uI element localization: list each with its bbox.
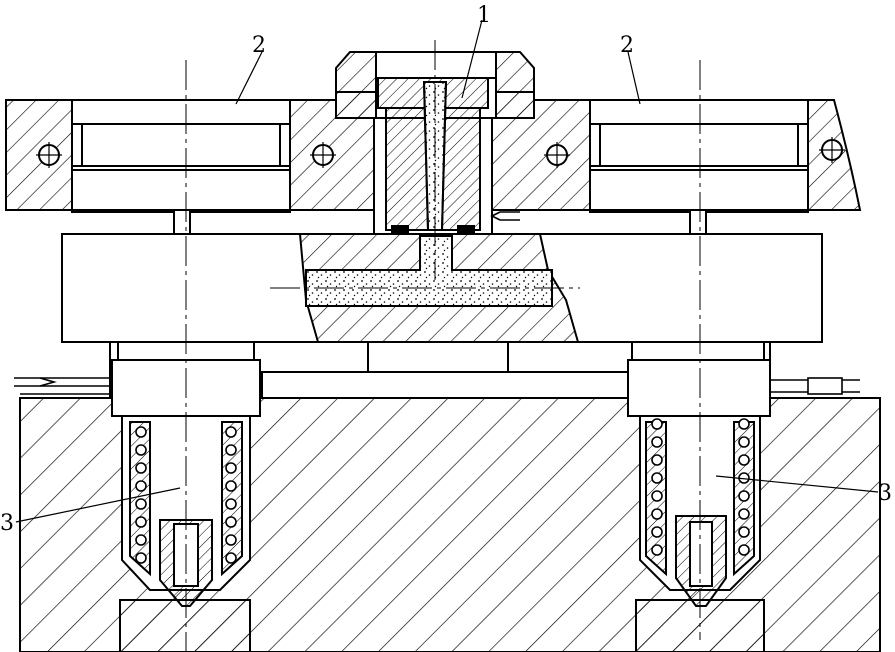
pin-hole-circles (36, 137, 845, 168)
label-part-3-right: 3 (878, 481, 892, 506)
sprue-bushing (373, 77, 493, 239)
left-heater-coils (135, 426, 237, 564)
right-insulator-pocket (589, 99, 809, 213)
label-part-2-right: 2 (620, 33, 634, 58)
left-insulator-pocket (71, 99, 291, 213)
heater-wires (14, 211, 860, 395)
right-heater-coils (651, 418, 750, 556)
leader-lines (15, 19, 879, 523)
label-part-2-left: 2 (252, 33, 266, 58)
center-lines (185, 40, 701, 652)
label-part-1: 1 (477, 3, 491, 28)
label-part-3-left: 3 (0, 511, 14, 536)
hot-manifold (61, 233, 823, 343)
